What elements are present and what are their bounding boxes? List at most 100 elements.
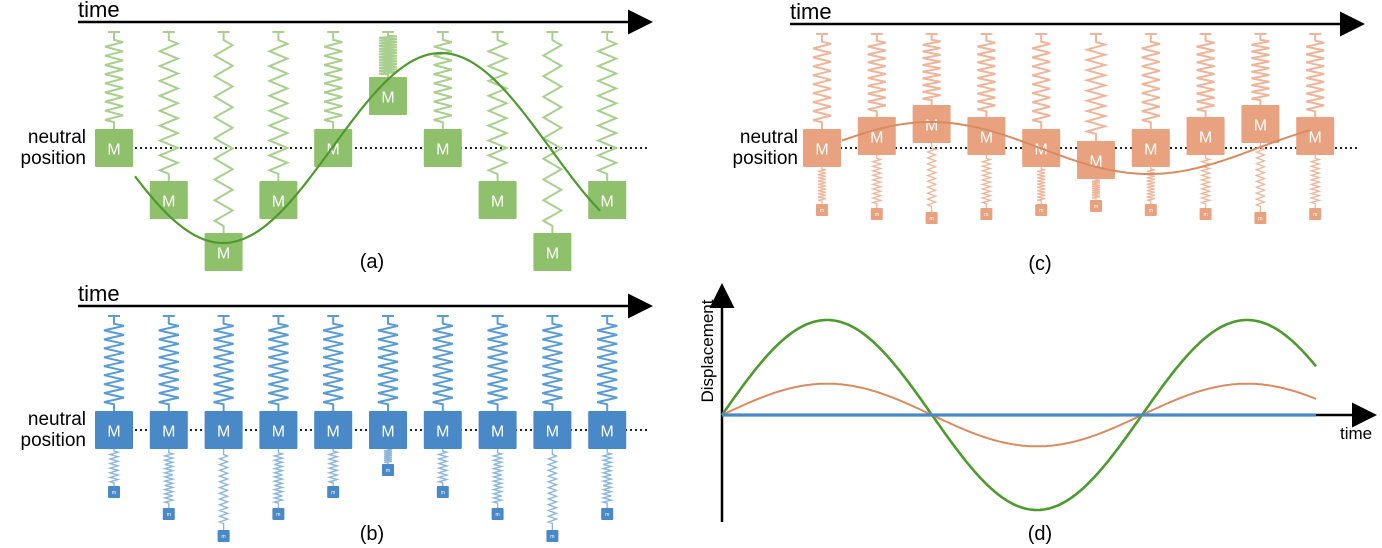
mass-a: M: [369, 77, 407, 115]
displacement-curve-c: [841, 121, 1311, 175]
spring: [323, 32, 343, 130]
spring: [104, 32, 124, 130]
mass-b-box: [204, 411, 243, 449]
spring: [1251, 34, 1270, 106]
small-mass-c-label: m: [1094, 204, 1098, 210]
oscillator-c: mM: [1131, 33, 1170, 216]
mass-a-box: [478, 181, 517, 219]
small-mass-c-label: m: [820, 208, 824, 214]
mass-b: M: [259, 411, 298, 449]
small-spring: [436, 448, 450, 486]
small-mass-c-label: m: [929, 216, 933, 222]
panel-c-diagram: time neutral position mMmMmMmMmMmMmMmMmM…: [733, 0, 1365, 275]
small-mass-b-label: m: [386, 468, 390, 474]
small-spring: [162, 448, 176, 508]
mass-b-label: M: [162, 423, 175, 440]
small-mass-b-box: [108, 486, 120, 498]
mass-c-box: [1131, 129, 1170, 167]
mass-b-label: M: [491, 423, 504, 440]
small-mass-c-box: [870, 208, 883, 220]
mass-c-box: [803, 129, 841, 167]
x-axis-label: time: [1340, 424, 1372, 443]
mass-b-label: M: [601, 423, 614, 440]
y-axis-label: Displacement: [698, 299, 717, 402]
small-spring: [870, 154, 884, 208]
small-mass-b-box: [436, 486, 449, 498]
spring: [213, 316, 234, 412]
small-mass-b: m: [436, 486, 449, 498]
small-mass-b: m: [601, 508, 614, 520]
oscillator-c: mM: [1077, 33, 1115, 212]
small-mass-b: m: [546, 530, 559, 542]
oscillator-c: mM: [912, 33, 951, 224]
neutral-label-a-line2: position: [21, 148, 87, 169]
mass-b-label: M: [272, 423, 285, 440]
mass-b-box: [95, 411, 133, 449]
spring: [1196, 34, 1215, 118]
mass-b-label: M: [107, 423, 120, 440]
mass-c-box: [912, 105, 951, 143]
spring: [596, 316, 618, 412]
mass-b-label: M: [546, 423, 559, 440]
spring: [433, 32, 453, 130]
oscillator-c: mM: [1186, 33, 1225, 220]
small-mass-c-box: [1254, 212, 1267, 224]
mass-c-box: [1296, 117, 1335, 155]
spring: [157, 32, 181, 182]
small-mass-c: m: [1035, 204, 1048, 216]
spring: [322, 316, 344, 412]
small-mass-c-box: [925, 212, 938, 224]
neutral-label-c-line2: position: [733, 148, 799, 169]
small-spring: [326, 448, 340, 486]
mass-a-box: [369, 77, 407, 115]
small-mass-b-box: [327, 486, 340, 498]
spring: [1305, 34, 1325, 118]
spring: [1083, 34, 1109, 142]
oscillator-b: mM: [533, 315, 572, 542]
small-mass-b-box: [491, 508, 504, 520]
oscillator-a: M: [149, 31, 188, 219]
mass-a: M: [149, 181, 188, 219]
mass-a: M: [95, 129, 133, 167]
small-mass-b-box: [272, 508, 285, 520]
small-mass-b-label: m: [221, 534, 225, 540]
mass-a-label: M: [327, 141, 340, 158]
mass-c-label: M: [870, 129, 883, 146]
mass-a: M: [259, 181, 298, 219]
mass-a-box: [533, 233, 572, 271]
small-mass-c-box: [1309, 208, 1322, 220]
oscillator-c: mM: [1241, 33, 1280, 224]
mass-a-label: M: [601, 193, 614, 210]
spring: [922, 34, 941, 106]
small-mass-c-box: [1035, 204, 1048, 216]
mass-a-label: M: [272, 193, 285, 210]
spring: [266, 32, 291, 182]
caption-a: (a): [360, 251, 384, 273]
mass-b: M: [423, 411, 462, 449]
mass-c-label: M: [980, 129, 993, 146]
spring: [377, 316, 399, 412]
small-mass-b-label: m: [441, 490, 445, 496]
small-mass-b: m: [272, 508, 285, 520]
spring: [867, 34, 887, 118]
mass-b: M: [588, 411, 627, 449]
mass-a: M: [588, 181, 627, 219]
time-label-a: time: [78, 0, 120, 22]
mass-b-box: [314, 411, 353, 449]
mass-a-label: M: [107, 141, 120, 158]
mass-c: M: [1077, 141, 1115, 179]
small-mass-c: m: [870, 208, 883, 220]
mass-a-label: M: [217, 245, 230, 262]
mass-c-label: M: [1254, 117, 1267, 134]
mass-a-box: [95, 129, 133, 167]
mass-c: M: [967, 117, 1006, 155]
small-spring: [383, 448, 393, 464]
mass-a-label: M: [162, 193, 175, 210]
mass-c: M: [1296, 117, 1335, 155]
small-spring: [107, 448, 121, 486]
small-mass-b-box: [546, 530, 559, 542]
time-label-b: time: [78, 281, 120, 306]
small-spring: [1146, 166, 1155, 204]
small-spring: [1254, 142, 1267, 212]
